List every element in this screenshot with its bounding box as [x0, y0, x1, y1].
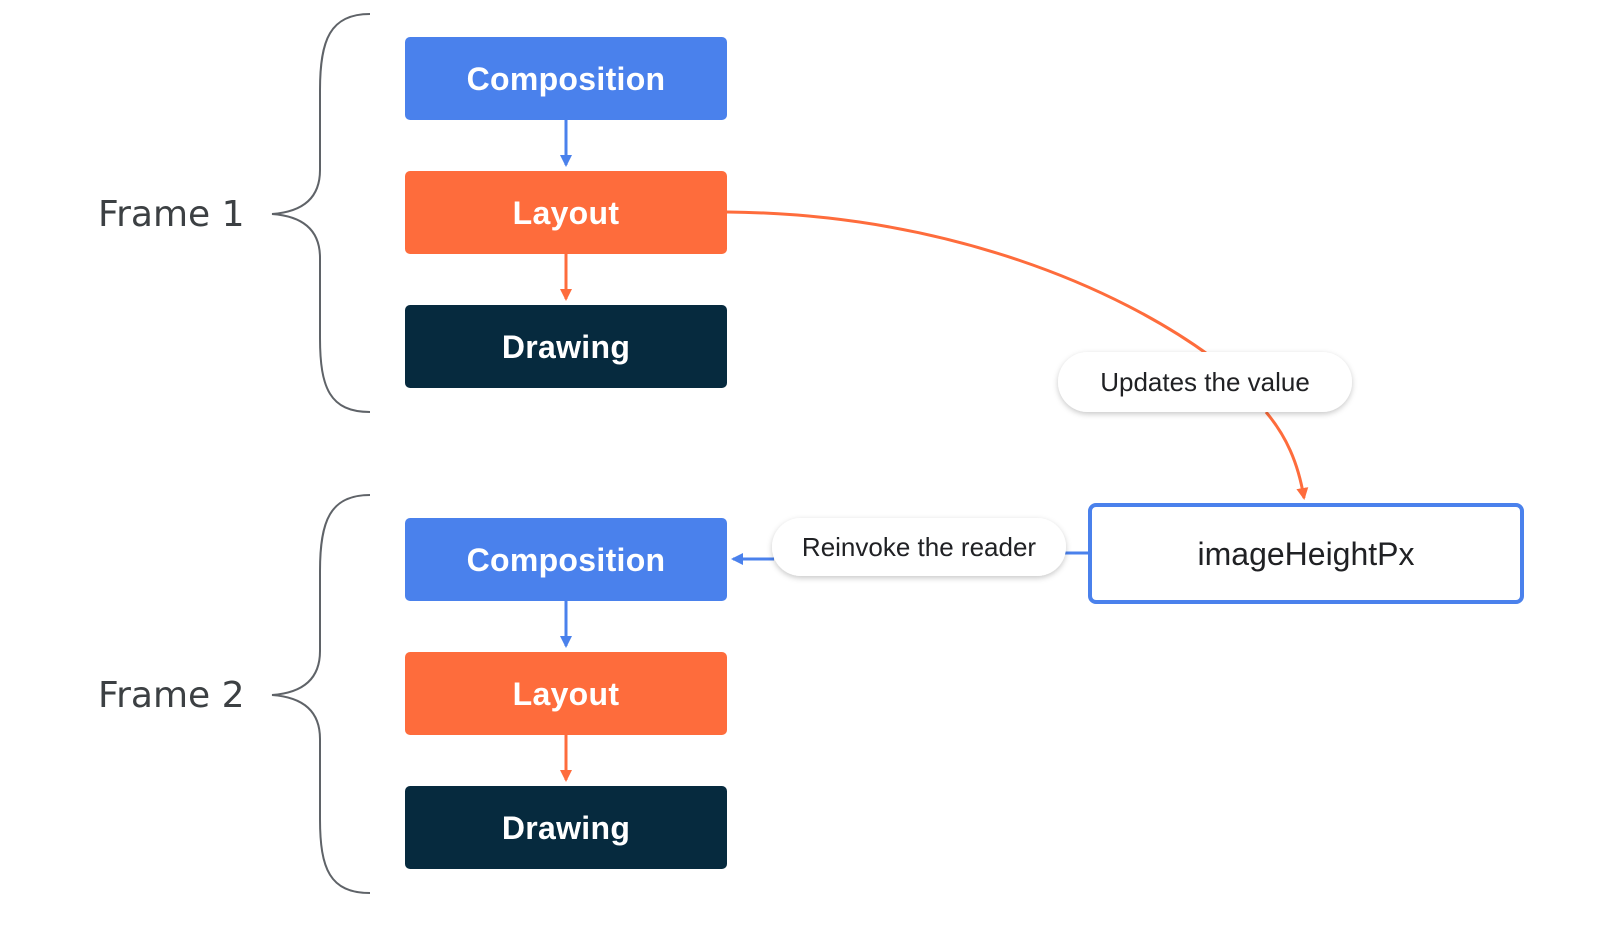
frame-2-brace — [271, 494, 371, 894]
state-name-label: imageHeightPx — [1198, 536, 1415, 572]
frame-1-layout-label: Layout — [513, 195, 620, 231]
frame-1-layout-box — [405, 171, 727, 254]
frame-2-drawing-label: Drawing — [502, 810, 630, 846]
updates-value-edge-tail — [1264, 411, 1309, 500]
frame-1-drawing-box — [405, 305, 727, 388]
frame-2-composition-box — [405, 518, 727, 601]
frame-2-drawing-box — [405, 786, 727, 869]
updates-value-pill: Updates the value — [1058, 352, 1352, 412]
frame-2-label: Frame 2 — [98, 675, 245, 716]
updates-value-edge — [726, 210, 1211, 358]
reinvoke-reader-label: Reinvoke the reader — [802, 532, 1036, 562]
updates-value-label: Updates the value — [1100, 367, 1310, 397]
frame-2-layout-box — [405, 652, 727, 735]
frame-1-label: Frame 1 — [98, 194, 245, 235]
frame-2-composition-label: Composition — [467, 542, 666, 578]
frame-1-brace — [271, 13, 371, 413]
frame-1-drawing-label: Drawing — [502, 329, 630, 365]
frame-2-group: Frame 2 Composition Layout Drawing — [98, 494, 727, 894]
reinvoke-reader-pill: Reinvoke the reader — [772, 518, 1066, 576]
frame-1-composition-label: Composition — [467, 61, 666, 97]
frame-1-composition-box — [405, 37, 727, 120]
frame-2-layout-label: Layout — [513, 676, 620, 712]
frame-1-group: Frame 1 Composition Layout Drawing — [98, 13, 727, 413]
